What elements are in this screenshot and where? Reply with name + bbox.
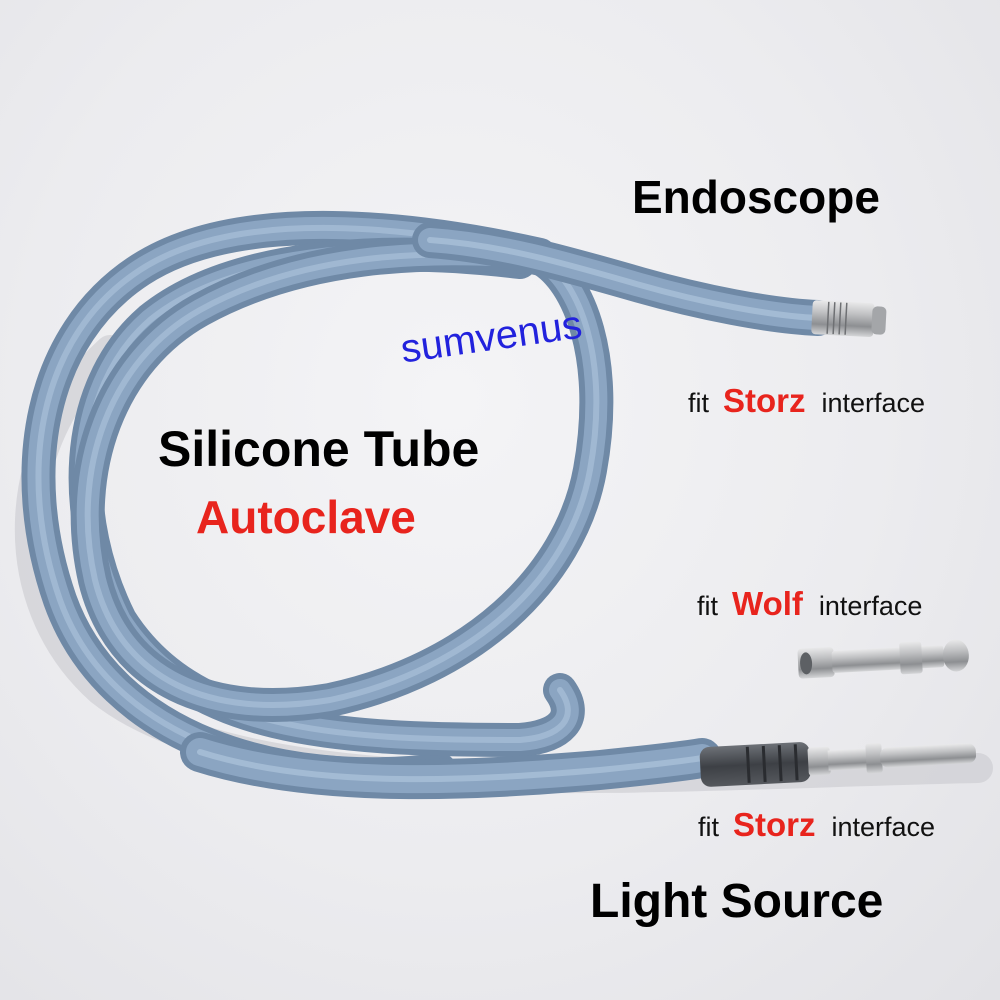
interface-brand: Storz bbox=[723, 382, 806, 419]
interface-suffix: interface bbox=[831, 812, 936, 842]
interface-brand: Storz bbox=[733, 806, 816, 843]
endoscope-label: Endoscope bbox=[632, 171, 880, 223]
silicone-tube bbox=[21, 210, 836, 800]
interface-suffix: interface bbox=[821, 388, 926, 418]
storz-interface-light-source-row: fit Storz interface bbox=[698, 806, 935, 844]
interface-suffix: interface bbox=[818, 591, 923, 621]
silicone-tube-label: Silicone Tube bbox=[158, 421, 480, 477]
endoscope-connector bbox=[811, 300, 887, 338]
fit-prefix: fit bbox=[697, 591, 719, 621]
wolf-adapter bbox=[797, 639, 969, 679]
light-source-label: Light Source bbox=[590, 875, 884, 928]
wolf-interface-row: fit Wolf interface bbox=[697, 585, 922, 623]
fit-prefix: fit bbox=[698, 812, 720, 842]
fit-prefix: fit bbox=[688, 388, 710, 418]
autoclave-label: Autoclave bbox=[196, 491, 416, 543]
light-source-connector bbox=[699, 742, 977, 787]
storz-interface-endoscope-row: fit Storz interface bbox=[688, 382, 925, 420]
interface-brand: Wolf bbox=[732, 585, 803, 622]
